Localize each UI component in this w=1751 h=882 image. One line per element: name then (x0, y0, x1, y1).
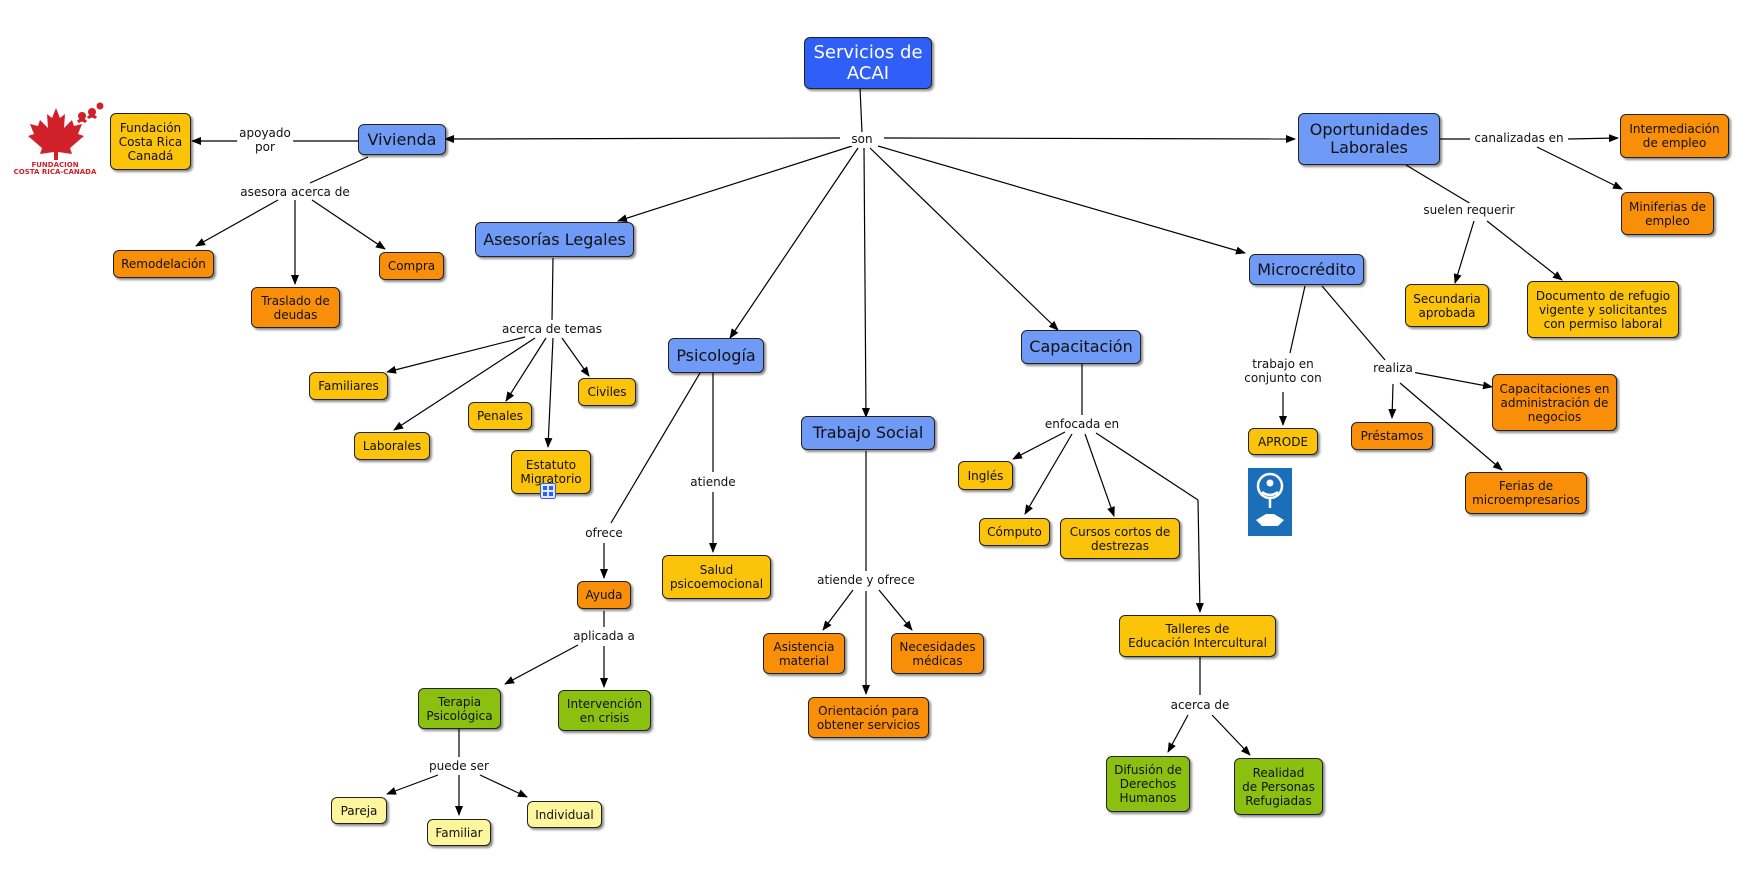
node-familiares[interactable]: Familiares (309, 372, 388, 400)
node-aprode[interactable]: APRODE (1248, 428, 1318, 455)
node-oportunidades-laborales[interactable]: Oportunidades Laborales (1298, 113, 1440, 165)
fundacion-logo-text: FUNDACION COSTA RICA-CANADA (13, 161, 97, 176)
node-capacitaciones-administracion-negocios[interactable]: Capacitaciones en administración de nego… (1492, 374, 1617, 431)
node-necesidades-medicas[interactable]: Necesidades médicas (891, 633, 984, 674)
node-intervencion-en-crisis[interactable]: Intervención en crisis (558, 690, 651, 731)
link-label-realiza: realiza (1371, 361, 1415, 375)
node-fundacion-costa-rica-canada[interactable]: Fundación Costa Rica Canadá (110, 113, 191, 170)
aprode-logo-icon (1248, 468, 1292, 536)
node-capacitacion[interactable]: Capacitación (1021, 330, 1141, 364)
link-label-acerca-de: acerca de (1168, 698, 1232, 712)
node-terapia-psicologica[interactable]: Terapia Psicológica (418, 688, 501, 729)
node-talleres-educacion-intercultural[interactable]: Talleres de Educación Intercultural (1119, 615, 1276, 657)
node-compra[interactable]: Compra (379, 252, 444, 280)
node-asistencia-material[interactable]: Asistencia material (763, 633, 845, 674)
maple-leaf-logo-icon (28, 102, 104, 160)
link-label-puede-ser: puede ser (427, 759, 491, 773)
link-label-son: son (849, 132, 875, 146)
link-label-suelen-requerir: suelen requerir (1421, 203, 1517, 217)
node-ayuda[interactable]: Ayuda (577, 581, 631, 609)
resource-attachment-icon[interactable] (540, 483, 556, 499)
link-label-atiende: atiende (688, 475, 738, 489)
link-label-asesora-acerca-de: asesora acerca de (238, 185, 352, 199)
node-laborales[interactable]: Laborales (354, 432, 430, 460)
node-familiar[interactable]: Familiar (427, 819, 491, 846)
node-psicologia[interactable]: Psicología (668, 338, 764, 373)
node-servicios-acai[interactable]: Servicios de ACAI (804, 37, 932, 89)
node-civiles[interactable]: Civiles (578, 378, 636, 406)
node-prestamos[interactable]: Préstamos (1351, 422, 1433, 450)
link-label-trabajo-en-conjunto-con: trabajo en conjunto con (1242, 357, 1324, 385)
node-orientacion-para-obtener-servicios[interactable]: Orientación para obtener servicios (808, 697, 929, 738)
node-miniferias-de-empleo[interactable]: Miniferias de empleo (1621, 192, 1714, 235)
node-secundaria-aprobada[interactable]: Secundaria aprobada (1405, 284, 1489, 327)
node-asesorias-legales[interactable]: Asesorías Legales (475, 222, 634, 257)
node-intermediacion-de-empleo[interactable]: Intermediación de empleo (1620, 114, 1729, 158)
node-penales[interactable]: Penales (468, 402, 532, 430)
node-trabajo-social[interactable]: Trabajo Social (801, 416, 935, 450)
link-label-canalizadas-en: canalizadas en (1472, 131, 1566, 145)
node-traslado-de-deudas[interactable]: Traslado de deudas (251, 287, 340, 328)
node-pareja[interactable]: Pareja (331, 797, 387, 824)
node-remodelacion[interactable]: Remodelación (113, 250, 214, 278)
node-ingles[interactable]: Inglés (958, 461, 1013, 490)
node-ferias-de-microempresarios[interactable]: Ferias de microempresarios (1465, 472, 1587, 514)
link-label-ofrece: ofrece (583, 526, 625, 540)
link-label-enfocada-en: enfocada en (1042, 417, 1122, 431)
node-estatuto-migratorio[interactable]: Estatuto Migratorio (511, 450, 591, 494)
node-vivienda[interactable]: Vivienda (358, 124, 446, 155)
node-cursos-cortos-de-destrezas[interactable]: Cursos cortos de destrezas (1060, 518, 1180, 559)
link-label-atiende-y-ofrece: atiende y ofrece (815, 573, 917, 587)
node-difusion-derechos-humanos[interactable]: Difusión de Derechos Humanos (1106, 756, 1190, 812)
node-salud-psicoemocional[interactable]: Salud psicoemocional (662, 555, 771, 599)
link-label-aplicada-a: aplicada a (571, 629, 637, 643)
node-individual[interactable]: Individual (527, 801, 602, 828)
node-computo[interactable]: Cómputo (979, 518, 1050, 546)
node-microcredito[interactable]: Microcrédito (1249, 254, 1364, 285)
node-documento-de-refugio[interactable]: Documento de refugio vigente y solicitan… (1527, 281, 1679, 338)
link-label-apoyado-por: apoyado por (237, 126, 293, 154)
link-label-acerca-de-temas: acerca de temas (500, 322, 604, 336)
node-realidad-personas-refugiadas[interactable]: Realidad de Personas Refugiadas (1234, 758, 1323, 815)
